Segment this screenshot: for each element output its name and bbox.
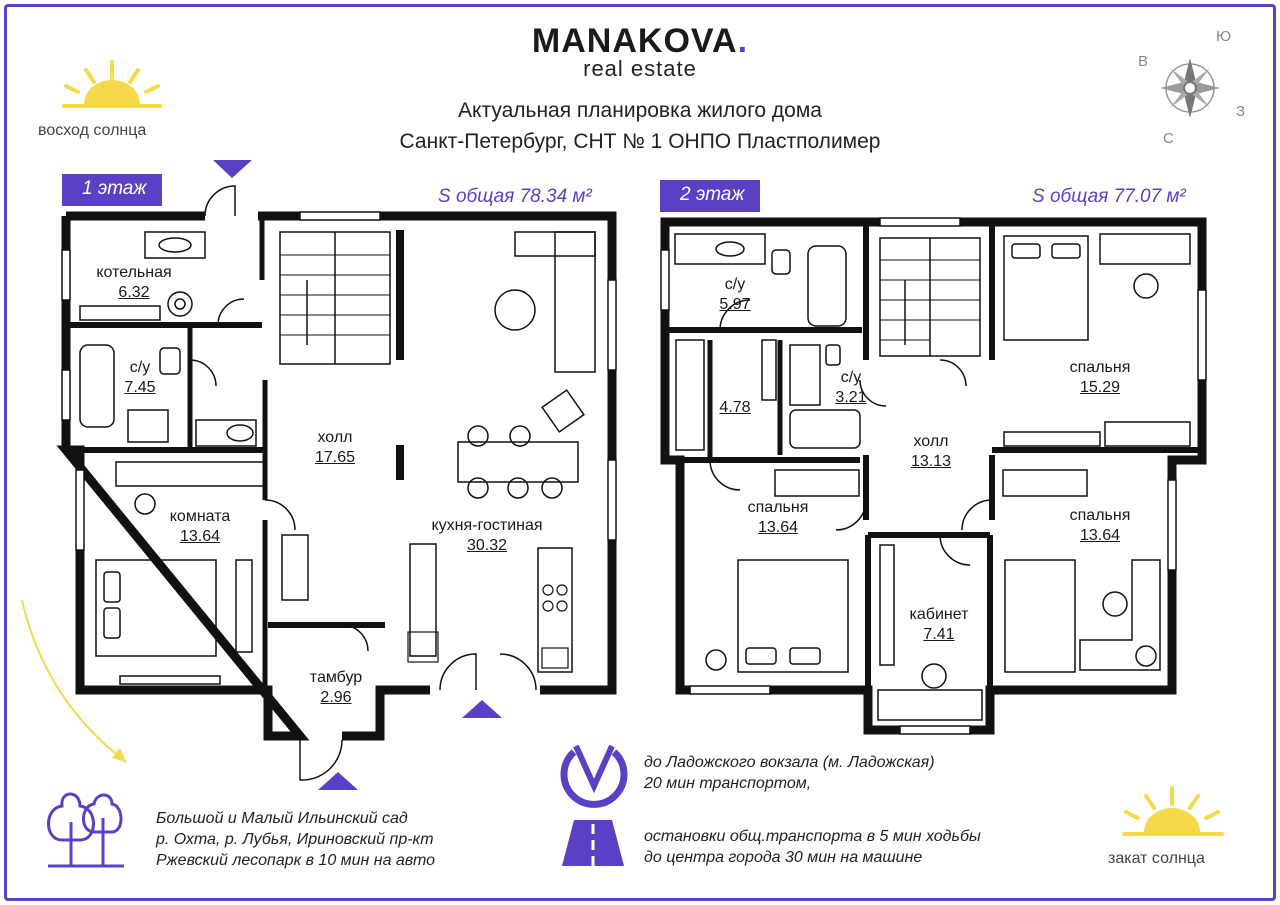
sunset-label: закат солнца: [1108, 850, 1205, 867]
floor1-total-area: S общая 78.34 м²: [438, 186, 592, 207]
brand-tagline: real estate: [583, 56, 697, 81]
floor1-rear-entrance-marker: [318, 772, 358, 790]
compass-label-west: З: [1236, 103, 1246, 120]
park-trees-icon: [47, 792, 124, 868]
floor2-total-area: S общая 77.07 м²: [1032, 186, 1186, 207]
brand-logo: MANAKOVA.: [531, 22, 749, 60]
floor2-plan: [660, 217, 1207, 735]
compass-label-east: В: [1138, 53, 1149, 70]
floor1-top-entrance-marker: [213, 160, 252, 178]
compass-rose-icon: [1160, 58, 1220, 118]
floor1-main-entrance-marker: [462, 700, 502, 718]
compass-label-north: С: [1163, 130, 1174, 147]
page-frame: [4, 4, 1276, 901]
title-line-1: Актуальная планировка жилого дома: [458, 99, 822, 122]
title-line-2: Санкт-Петербург, СНТ № 1 ОНПО Пластполим…: [399, 130, 881, 153]
sunrise-half-disc: [84, 80, 140, 104]
sunrise-icon: [62, 60, 162, 108]
road-icon: [562, 820, 624, 866]
floor1-plan: [56, 185, 617, 781]
parks-info: Большой и Малый Ильинский сад р. Охта, р…: [156, 810, 436, 869]
sunrise-label: восход солнца: [38, 122, 147, 139]
metro-logo-icon: [560, 744, 628, 808]
floor2-tag: 2 этаж: [660, 180, 761, 212]
sunset-icon: [1122, 786, 1224, 836]
metro-info: до Ладожского вокзала (м. Ладожская) 20 …: [644, 754, 935, 792]
compass-label-south: Ю: [1216, 28, 1232, 45]
sunset-half-disc: [1144, 808, 1200, 832]
floor1-tag: 1 этаж: [62, 174, 163, 206]
room-closet: 4.78: [719, 399, 751, 416]
sun-path-arrow: [21, 599, 127, 763]
transport-info: остановки общ.транспорта в 5 мин ходьбы …: [644, 828, 981, 866]
